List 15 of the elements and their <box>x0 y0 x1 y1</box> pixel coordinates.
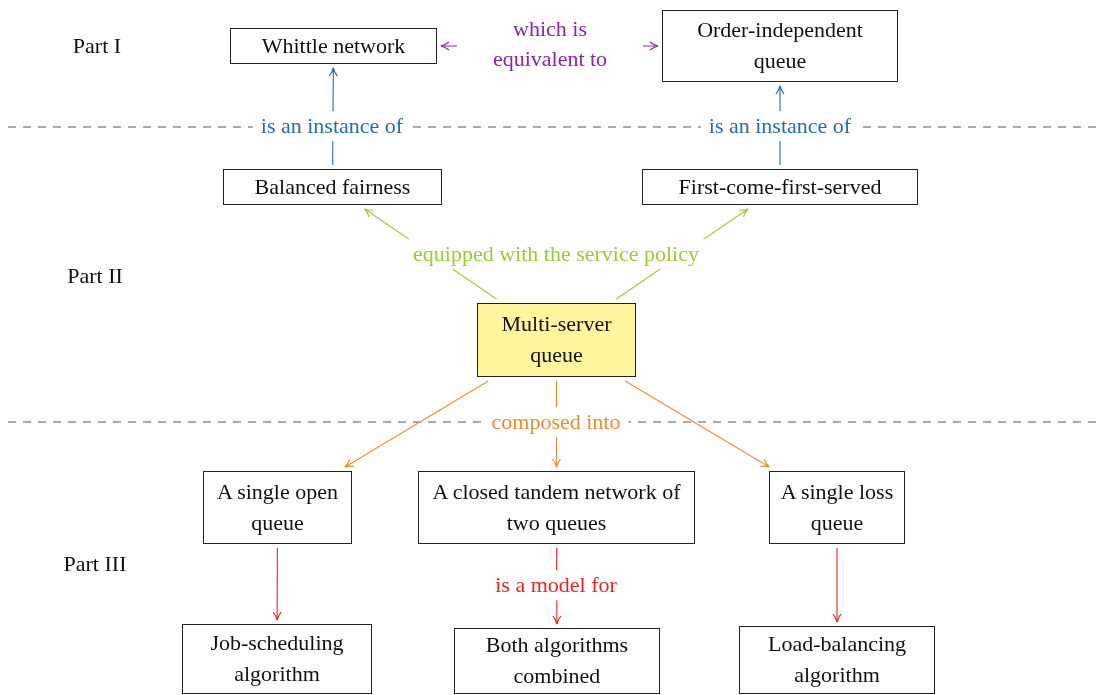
concept-box: Order-independent queue <box>662 10 898 82</box>
concept-box: Both algorithms combined <box>454 628 660 694</box>
concept-box: First-come-first-served <box>642 169 918 205</box>
edge-label: equipped with the service policy <box>405 239 707 269</box>
concept-box: Balanced fairness <box>223 169 442 205</box>
section-label: Part II <box>67 263 123 289</box>
section-label: Part I <box>72 33 122 59</box>
concept-box: Multi-server queue <box>477 303 636 377</box>
concept-box: Whittle network <box>230 28 437 64</box>
section-label: Part III <box>63 551 127 577</box>
concept-box: A single loss queue <box>769 471 905 544</box>
concept-box: A single open queue <box>203 471 352 544</box>
concept-box: A closed tandem network of two queues <box>418 471 695 544</box>
concept-box: Load-balancing algorithm <box>739 626 935 694</box>
concept-box: Job-scheduling algorithm <box>182 624 372 694</box>
